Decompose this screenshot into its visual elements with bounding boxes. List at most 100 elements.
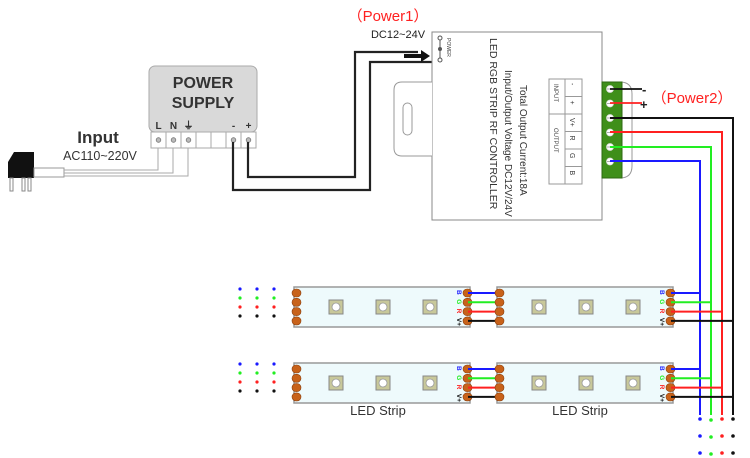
pin-label-minus: -: [568, 83, 575, 86]
pin-label-plus: +: [568, 101, 575, 105]
continuation-dot: [255, 380, 259, 384]
psu-title-line1: POWER: [173, 75, 234, 92]
power1-voltage: DC12~24V: [371, 29, 426, 41]
dc-wire-positive: [246, 50, 418, 179]
continuation-dot: [272, 314, 276, 318]
mounting-slot: [402, 102, 413, 136]
continuation-dot: [238, 305, 242, 309]
strip-pin-label: G: [455, 299, 462, 304]
continuation-dot: [272, 371, 276, 375]
continuation-dot: [731, 451, 735, 455]
controller-voltage-spec: Input/Output Voltage DC12V/24V: [502, 70, 513, 217]
ac-cable: [64, 142, 189, 177]
output-group-label: OUTPUT: [552, 128, 558, 153]
solder-pad-left: [494, 392, 505, 402]
continuation-dot: [238, 380, 242, 384]
jack-pin: [437, 35, 443, 41]
continuation-dot: [255, 371, 259, 375]
psu-terminal-screw: [155, 137, 162, 143]
terminal-block: [601, 81, 633, 179]
led-lens: [534, 378, 544, 388]
led-lens: [425, 378, 435, 388]
pin-label-Vplus: V+: [568, 118, 575, 127]
psu-terminal-cell: [195, 131, 212, 149]
continuation-dot: [238, 314, 242, 318]
strip-pin-label: B: [455, 366, 462, 371]
ac-plug: [8, 152, 65, 192]
continuation-dot: [238, 362, 242, 366]
ac-wire-l: [64, 142, 159, 171]
strip-label-left: LED Strip: [350, 403, 406, 418]
power2-label: （Power2）: [652, 90, 733, 107]
strip-pin-label: V+: [455, 318, 462, 326]
input-voltage: AC110~220V: [63, 149, 137, 163]
strip-pin-label: B: [455, 290, 462, 295]
solder-pad-left: [494, 383, 505, 392]
led-lens: [378, 302, 388, 312]
plug-cable-sleeve: [33, 167, 65, 178]
plug-prong: [21, 177, 26, 192]
pin-label-B: B: [568, 171, 575, 176]
psu-terminal-screw: [170, 137, 177, 143]
solder-pad-left: [291, 288, 302, 298]
led-lens: [331, 302, 341, 312]
solder-pad-left: [494, 307, 505, 316]
mounting-tab: [393, 81, 432, 157]
led-lens: [534, 302, 544, 312]
strip-pin-label: R: [455, 385, 462, 390]
continuation-dot: [720, 434, 724, 438]
continuation-dot: [272, 380, 276, 384]
continuation-dot: [698, 417, 702, 421]
continuation-dot: [255, 389, 259, 393]
jack-pin: [438, 47, 442, 51]
strip-pin-label: V+: [658, 318, 665, 326]
continuation-dot: [731, 417, 735, 421]
power1-plug-arrow: [404, 50, 430, 62]
led-lens: [425, 302, 435, 312]
arrow-shaft: [404, 54, 421, 58]
continuation-dot: [709, 418, 713, 422]
continuation-dot: [238, 296, 242, 300]
power2-minus-sign: -: [642, 82, 646, 97]
solder-pad-left: [494, 297, 505, 307]
input-group-label: INPUT: [552, 84, 558, 102]
continuation-dot: [238, 389, 242, 393]
pin-label-table: INPUT OUTPUT -+V+RGB: [548, 78, 583, 185]
pin-label-R: R: [568, 136, 575, 141]
strip-pin-label: B: [658, 290, 665, 295]
psu-terminal-cell: [210, 131, 227, 149]
strip-pin-label: V+: [455, 394, 462, 402]
continuation-dot: [709, 435, 713, 439]
power2-wires: [610, 88, 642, 104]
ac-wire-n: [64, 142, 174, 174]
solder-pad-left: [291, 316, 302, 326]
power2-plus-sign: +: [640, 97, 648, 112]
continuation-dot: [709, 452, 713, 456]
psu-title-line2: SUPPLY: [172, 95, 235, 112]
power-jack: POWER: [437, 35, 451, 63]
trunk-wire-green: [610, 146, 712, 415]
dc-wire-negative: [231, 60, 432, 192]
solder-pad-left: [291, 383, 302, 392]
continuation-dot: [731, 434, 735, 438]
continuation-dots: [238, 287, 735, 456]
strip-pin-label: G: [658, 375, 665, 380]
led-lens: [581, 302, 591, 312]
psu-terminal-screw: [245, 137, 252, 143]
trunk-wire-blue: [610, 160, 701, 415]
continuation-dot: [255, 362, 259, 366]
strip-label-right: LED Strip: [552, 403, 608, 418]
led-lens: [581, 378, 591, 388]
psu-dc-wires: [231, 50, 432, 192]
solder-pad-left: [494, 364, 505, 374]
power1-label: （Power1）: [348, 8, 429, 25]
strip-pin-label: G: [658, 299, 665, 304]
solder-pad-left: [291, 392, 302, 402]
solder-pad-left: [494, 316, 505, 326]
psu-terminal-screw: [230, 137, 237, 143]
